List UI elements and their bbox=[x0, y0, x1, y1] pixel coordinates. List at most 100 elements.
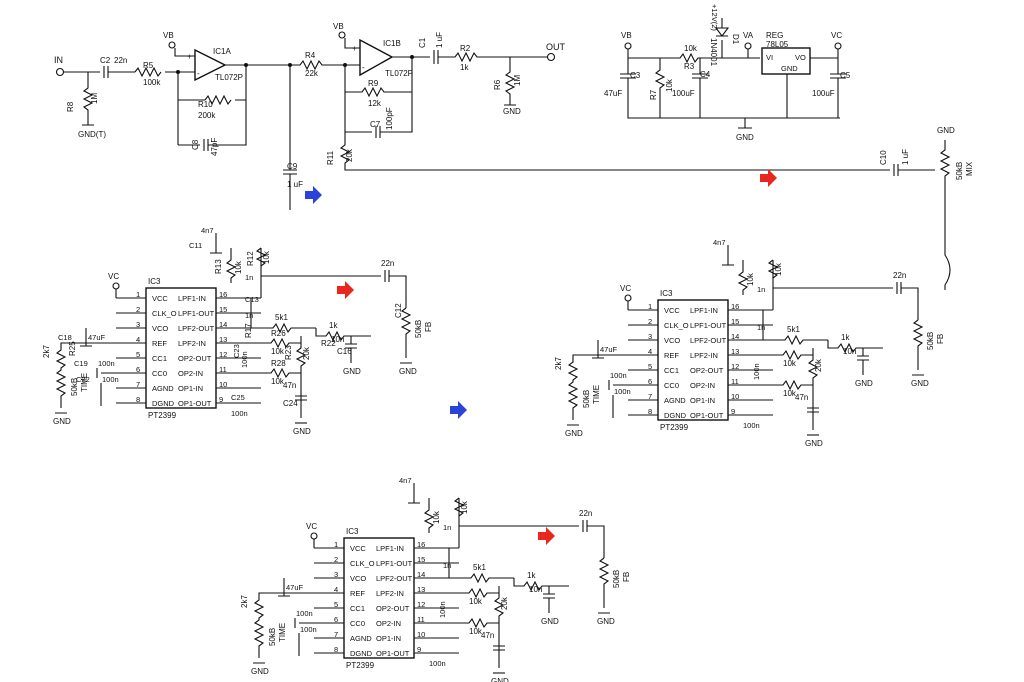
pin-number: 8 bbox=[334, 645, 338, 654]
pt2399-chip bbox=[343, 537, 415, 659]
pin-label-left: VCO bbox=[350, 574, 366, 583]
pin-number: 9 bbox=[731, 407, 735, 416]
r23-value: 20k bbox=[814, 358, 823, 372]
r4-resistor bbox=[252, 59, 360, 71]
r3-label: R3 bbox=[684, 62, 695, 71]
c19-cap bbox=[608, 380, 628, 390]
pin-label-left: CC0 bbox=[350, 619, 365, 628]
c16-cap bbox=[345, 336, 357, 363]
gnd-label: GND bbox=[491, 677, 509, 682]
pin-number: 1 bbox=[136, 290, 140, 299]
pin-label-right: LPF2-OUT bbox=[690, 336, 727, 345]
pin-number: 3 bbox=[648, 332, 652, 341]
r17-5k1 bbox=[773, 334, 828, 346]
pin-label-right: LPF2-OUT bbox=[376, 574, 413, 583]
ic1b-part: TL072P bbox=[385, 69, 413, 78]
pin-label-right: OP2-OUT bbox=[690, 366, 724, 375]
pin-label-right: OP2-IN bbox=[690, 381, 715, 390]
vc-label: VC bbox=[306, 522, 317, 531]
d1-diode bbox=[714, 18, 730, 58]
c24-value: 47n bbox=[481, 631, 494, 640]
pin-label-left: DGND bbox=[350, 649, 373, 658]
c12-feedback bbox=[773, 282, 919, 320]
pin-label-left: DGND bbox=[152, 399, 175, 408]
gnd-t-label: GND(T) bbox=[78, 130, 106, 139]
pin-number: 15 bbox=[417, 555, 425, 564]
pin-number: 14 bbox=[731, 332, 739, 341]
time-pot bbox=[567, 354, 628, 426]
delay-in-arrow-icon bbox=[538, 527, 555, 545]
signal-arrows bbox=[305, 169, 777, 545]
pin-number: 11 bbox=[219, 365, 227, 374]
r11-resistor bbox=[339, 132, 890, 171]
pin-number: 5 bbox=[136, 350, 140, 359]
pin-number: 10 bbox=[417, 630, 425, 639]
pin-label-right: LPF1-IN bbox=[376, 544, 404, 553]
pin-number: 11 bbox=[417, 615, 425, 624]
r23-20k bbox=[295, 336, 307, 418]
r13-resistor bbox=[423, 498, 435, 533]
c11-cap bbox=[408, 483, 420, 504]
r28-10k bbox=[261, 367, 301, 379]
vc-terminal bbox=[310, 532, 318, 540]
delay-in-arrow-icon bbox=[305, 186, 322, 204]
r4-value: 22k bbox=[305, 69, 319, 78]
ps-rail bbox=[627, 49, 760, 64]
c13-label: C13 bbox=[245, 295, 259, 304]
r3-value: 10k bbox=[684, 44, 698, 53]
r2-value: 1k bbox=[460, 63, 469, 72]
pt2399-chip bbox=[657, 299, 729, 421]
c24-cap bbox=[493, 645, 505, 651]
pin-label-left: CLK_O bbox=[664, 321, 689, 330]
vb-terminal-1 bbox=[168, 41, 176, 49]
r13-value: 10k bbox=[746, 272, 755, 286]
c12-value: 22n bbox=[579, 509, 592, 518]
mix-value: 50kB bbox=[955, 162, 964, 180]
fb-value: 50kB bbox=[612, 570, 621, 588]
r26-10k bbox=[459, 587, 499, 599]
d1-label: D1 bbox=[731, 34, 740, 45]
r26-10k bbox=[773, 349, 813, 361]
ic1b-name: IC1B bbox=[383, 39, 401, 48]
r17-5k1 bbox=[459, 572, 514, 584]
ic1a-name: IC1A bbox=[213, 47, 231, 56]
c22-value: 100n bbox=[102, 375, 119, 384]
pin-number: 6 bbox=[136, 365, 140, 374]
pin-label-right: OP1-IN bbox=[376, 634, 401, 643]
pin-number: 12 bbox=[219, 350, 227, 359]
mix-pot[interactable] bbox=[939, 140, 951, 290]
pin-number: 14 bbox=[417, 570, 425, 579]
pin-number: 2 bbox=[334, 555, 338, 564]
r25-label: R25 bbox=[68, 341, 77, 356]
pin-label-right: OP1-IN bbox=[178, 384, 203, 393]
gnd-label: GND bbox=[251, 667, 269, 676]
pin-number: 1 bbox=[648, 302, 652, 311]
output-port-terminal[interactable] bbox=[546, 52, 556, 62]
vb-label-1: VB bbox=[163, 31, 174, 40]
r1k-value: 1k bbox=[329, 321, 338, 330]
output-chain bbox=[420, 50, 548, 64]
pin-label-right: OP2-OUT bbox=[178, 354, 212, 363]
c16-cap bbox=[857, 348, 869, 375]
gnd-label: GND bbox=[805, 439, 823, 448]
pin-label-left: CC1 bbox=[152, 354, 167, 363]
time-value: 50kB bbox=[70, 378, 79, 396]
r6-resistor bbox=[504, 57, 516, 106]
pin-number: 13 bbox=[417, 585, 425, 594]
pin-number: 6 bbox=[334, 615, 338, 624]
c23-value: 100n bbox=[240, 351, 249, 368]
gnd-label: GND bbox=[541, 617, 559, 626]
gnd-label: GND bbox=[53, 417, 71, 426]
chip-part: PT2399 bbox=[346, 661, 375, 670]
r13-resistor bbox=[737, 260, 749, 295]
r12-value: 10k bbox=[262, 250, 271, 264]
r17-5k1 bbox=[261, 322, 316, 334]
r26-value: 10k bbox=[783, 359, 797, 368]
pin-number: 10 bbox=[219, 380, 227, 389]
reg-value: 78L05 bbox=[766, 40, 789, 49]
input-port-terminal[interactable] bbox=[55, 67, 65, 77]
c9-value: 1 uF bbox=[287, 180, 303, 189]
fb-pot bbox=[598, 557, 610, 614]
